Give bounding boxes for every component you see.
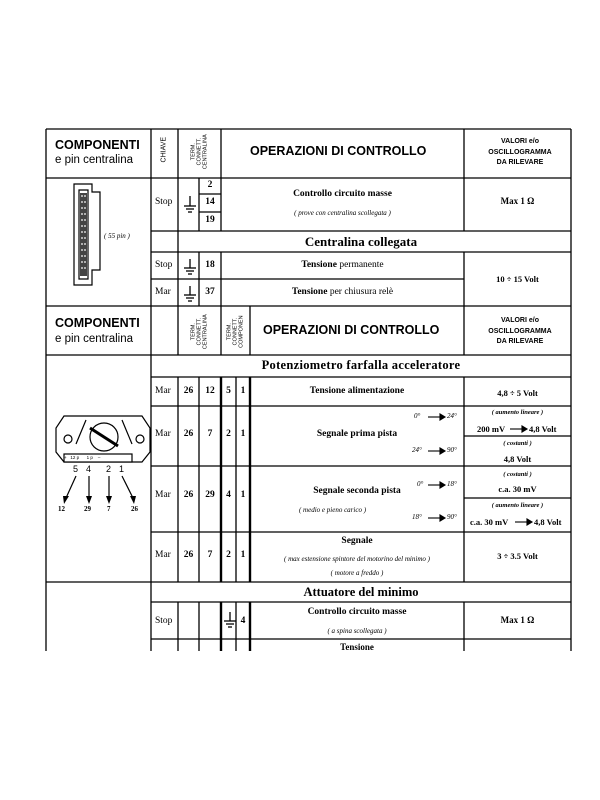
- pista2-angle-a1: 0°: [417, 480, 424, 488]
- masse-note: ( prove con centralina scollegata ): [294, 209, 391, 217]
- att-note: ( a spina scollegata ): [327, 627, 387, 635]
- pista1-v2: 4,8 Volt: [503, 454, 532, 464]
- pot-row1-p1: 26: [183, 386, 194, 396]
- pot-row3-p2: 29: [205, 490, 215, 500]
- pot-row2-c1: 2: [226, 429, 231, 439]
- masse-pin-3: 19: [205, 215, 215, 225]
- tensione-rele-label: Tensione per chiusura relè: [291, 287, 394, 297]
- pista2-angle-b2: 90°: [447, 513, 457, 521]
- pista2-v2-from: c.a. 30 mV: [470, 517, 509, 527]
- tensione-rele-key: Mar: [155, 287, 171, 297]
- pista1-v1-from: 200 mV: [477, 424, 506, 434]
- pot-row4-p1: 26: [183, 550, 194, 560]
- pot-row3-p1: 26: [183, 490, 194, 500]
- pot-row4-value: 3 ÷ 3.5 Volt: [497, 551, 538, 561]
- pista2-angle-a2: 18°: [447, 480, 457, 488]
- att-c2: 4: [240, 616, 246, 626]
- tensione-perm-pin: 18: [205, 260, 215, 270]
- pot-row2-p2: 7: [207, 429, 213, 439]
- pot-row3-key: Mar: [155, 490, 171, 500]
- pot-row3-c1: 4: [226, 490, 231, 500]
- sensor-pin-4: 4: [86, 464, 92, 474]
- section-centralina-collegata: Centralina collegata: [304, 234, 418, 249]
- masse-title: Controllo circuito masse: [293, 189, 392, 199]
- pot-row3-note: ( medio e pieno carico ): [298, 506, 367, 514]
- pista2-v2-to: 4,8 Volt: [534, 517, 562, 527]
- pot-row4-note: ( max estensione spintore del motorino d…: [284, 555, 430, 563]
- sensor-wire-12: 12: [58, 505, 65, 513]
- pot-row1-key: Mar: [155, 386, 171, 396]
- last-row-label: Tensione: [340, 642, 374, 652]
- pot-row1-value: 4,8 ÷ 5 Volt: [497, 388, 538, 398]
- att-title: Controllo circuito masse: [307, 607, 407, 617]
- masse-key: Stop: [155, 197, 173, 207]
- sensor-wire-26: 26: [131, 505, 138, 513]
- throttle-sensor-icon: [55, 415, 151, 499]
- ground-icon: [184, 196, 236, 628]
- pot-row4-c2: 1: [240, 550, 246, 560]
- header2-componenti: COMPONENTI: [55, 316, 140, 330]
- tensione-perm-key: Stop: [155, 260, 173, 270]
- pot-row3-c2: 1: [240, 490, 246, 500]
- pista2-v1-note: ( costanti ): [503, 471, 532, 478]
- tensione-value: 10 ÷ 15 Volt: [496, 274, 539, 284]
- pot-row3-label: Segnale seconda pista: [313, 486, 401, 496]
- att-value: Max 1 Ω: [500, 615, 535, 625]
- pista1-v2-note: ( costanti ): [503, 440, 532, 447]
- sensor-small-labels: + 12 p 1 p –: [64, 455, 101, 460]
- pista1-v1-to: 4,8 Volt: [529, 424, 557, 434]
- connector-label: ( 55 pin ): [104, 232, 130, 240]
- pot-row1-c2: 1: [240, 386, 246, 396]
- header2-operazioni: OPERAZIONI DI CONTROLLO: [263, 323, 440, 337]
- ecu-connector-icon: [73, 183, 101, 286]
- tensione-rele-pin: 37: [205, 287, 215, 297]
- tensione-perm-label: Tensione permanente: [301, 260, 384, 270]
- att-key: Stop: [155, 616, 173, 626]
- pista2-v2-note: ( aumento lineare ): [491, 502, 544, 509]
- header2-term1: TERM. CONNETT. CENTRALINA: [190, 314, 208, 350]
- sensor-wire-29: 29: [84, 505, 91, 513]
- pista1-angle-b2: 90°: [447, 446, 457, 454]
- pot-row2-key: Mar: [155, 429, 171, 439]
- header-chiave: CHIAVE: [160, 136, 168, 163]
- pot-row2-p1: 26: [183, 429, 194, 439]
- pista1-v1-note: ( aumento lineare ): [491, 409, 544, 416]
- masse-pin-2: 14: [205, 197, 215, 207]
- pista1-angle-a1: 0°: [414, 412, 421, 420]
- pot-row4-note2: ( motore a freddo ): [330, 569, 384, 577]
- pot-row4-p2: 7: [207, 550, 213, 560]
- pot-row4-c1: 2: [226, 550, 231, 560]
- header-componenti: COMPONENTI: [55, 138, 140, 152]
- pot-row2-label: Segnale prima pista: [316, 429, 398, 439]
- sensor-wire-7: 7: [107, 505, 111, 513]
- pista1-angle-b1: 24°: [412, 446, 422, 454]
- header2-pin: e pin centralina: [55, 333, 133, 345]
- sensor-pin-1: 1: [119, 464, 125, 474]
- pot-row1-p2: 12: [205, 386, 215, 396]
- masse-pin-1: 2: [207, 180, 213, 190]
- sensor-pin-2: 2: [106, 464, 112, 474]
- header-valori: VALORI e/o OSCILLOGRAMMA DA RILEVARE: [488, 138, 552, 166]
- header-term: TERM. CONNETT. CENTRALINA: [190, 134, 208, 170]
- pot-row1-label: Tensione alimentazione: [309, 386, 405, 396]
- header2-valori: VALORI e/o OSCILLOGRAMMA DA RILEVARE: [488, 317, 552, 345]
- pot-row4-key: Mar: [155, 550, 171, 560]
- sensor-pin-5: 5: [73, 464, 79, 474]
- header-pin: e pin centralina: [55, 154, 133, 166]
- pot-row2-c2: 1: [240, 429, 246, 439]
- header-operazioni: OPERAZIONI DI CONTROLLO: [250, 144, 427, 158]
- section-attuatore: Attuatore del minimo: [303, 585, 419, 599]
- pista1-angle-a2: 24°: [447, 412, 457, 420]
- pista2-angle-b1: 18°: [412, 513, 422, 521]
- masse-value: Max 1 Ω: [500, 196, 535, 206]
- pot-row4-label: Segnale: [341, 536, 373, 546]
- pista2-v1: c.a. 30 mV: [498, 484, 537, 494]
- pot-row1-c1: 5: [226, 386, 231, 396]
- header2-term2: TERM. CONNETT. COMPONEN: [226, 315, 244, 348]
- arrow-icons: [428, 413, 447, 522]
- section-potenziometro: Potenziometro farfalla acceleratore: [261, 358, 461, 372]
